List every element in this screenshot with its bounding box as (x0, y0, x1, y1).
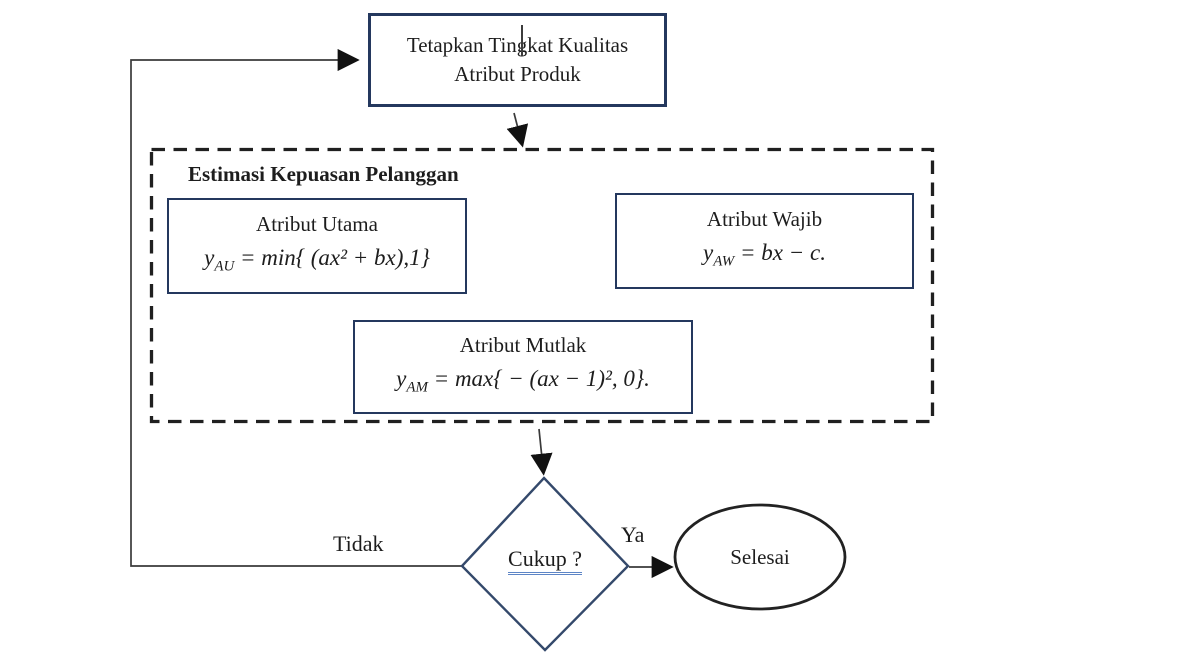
formula-atribut-wajib: yAW = bx − c. (703, 238, 826, 277)
formula-body: = bx − c. (734, 240, 826, 266)
formula-var: y (703, 240, 714, 266)
formula-subscript: AU (214, 258, 235, 275)
formula-body: = max{ − (ax − 1)², 0}. (427, 366, 650, 392)
box-atribut-wajib-title: Atribut Wajib (706, 207, 823, 232)
formula-subscript: AM (406, 379, 428, 396)
process-box-line1: Tetapkan Tingkat Kualitas (406, 33, 629, 57)
formula-subscript: AW (713, 253, 735, 270)
process-box-tetapkan: Tetapkan Tingkat Kualitas Atribut Produk (368, 13, 667, 107)
edge-label-ya: Ya (621, 522, 645, 547)
box-atribut-utama: Atribut Utama yAU = min{ (ax² + bx),1} (167, 198, 467, 294)
loop-connector-tidak (130, 48, 462, 567)
box-atribut-utama-title: Atribut Utama (256, 212, 378, 237)
formula-atribut-mutlak: yAM = max{ − (ax − 1)², 0}. (396, 364, 650, 403)
arrow-startbox-to-estimasi (506, 112, 529, 148)
formula-body: = min{ (ax² + bx),1} (234, 245, 430, 271)
estimasi-group-title: Estimasi Kepuasan Pelanggan (188, 162, 459, 186)
end-ellipse (673, 503, 847, 611)
box-atribut-mutlak-title: Atribut Mutlak (459, 333, 587, 358)
process-box-line2: Atribut Produk (454, 62, 581, 86)
box-atribut-wajib: Atribut Wajib yAW = bx − c. (615, 193, 914, 289)
decision-label: Cukup ? (462, 546, 628, 575)
formula-var: y (204, 245, 215, 271)
end-label: Selesai (730, 545, 790, 569)
arrow-estimasi-to-decision (530, 428, 553, 476)
formula-atribut-utama: yAU = min{ (ax² + bx),1} (204, 243, 430, 282)
end-node: Selesai (675, 505, 845, 610)
box-atribut-mutlak: Atribut Mutlak yAM = max{ − (ax − 1)², 0… (353, 320, 693, 414)
text-cursor (521, 25, 523, 56)
formula-var: y (396, 366, 407, 392)
decision-diamond (460, 476, 630, 652)
edge-label-tidak: Tidak (333, 531, 384, 556)
estimasi-dashed-border (149, 147, 935, 424)
decision-label-text: Cukup ? (508, 546, 582, 575)
